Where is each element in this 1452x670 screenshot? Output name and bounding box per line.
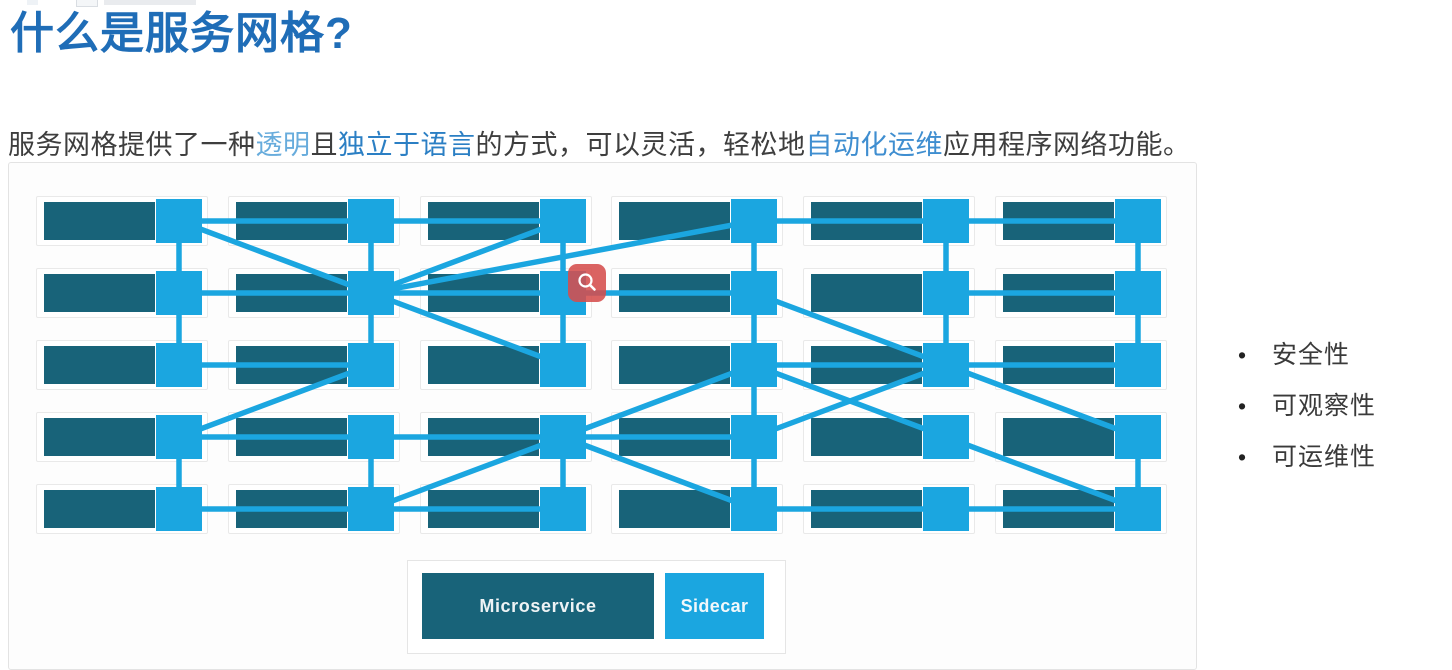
microservice-card (803, 412, 975, 462)
microservice-card (803, 196, 975, 246)
toolbar-fragment-icon (27, 0, 38, 5)
toolbar-fragment-text (104, 0, 196, 5)
cropped-toolbar-fragment (0, 0, 260, 8)
microservice-card (803, 484, 975, 534)
legend-microservice-swatch: Microservice (422, 573, 654, 639)
benefit-label: 可运维性 (1272, 443, 1377, 471)
microservice-card (228, 268, 400, 318)
microservice-card (803, 268, 975, 318)
microservice-block (1003, 274, 1114, 312)
microservice-block (44, 346, 155, 384)
microservice-block (811, 490, 922, 528)
microservice-block (428, 418, 539, 456)
microservice-block (619, 346, 730, 384)
bullet-icon: • (1238, 444, 1247, 470)
microservice-card (611, 412, 783, 462)
subtitle-link[interactable]: 独立于语言 (338, 130, 476, 160)
microservice-block (44, 490, 155, 528)
microservice-block (1003, 202, 1114, 240)
subtitle-text: 且 (310, 130, 338, 160)
microservice-card (995, 412, 1167, 462)
microservice-block (811, 346, 922, 384)
microservice-block (619, 418, 730, 456)
microservice-block (619, 202, 730, 240)
page-title: 什么是服务网格? (10, 9, 353, 58)
microservice-block (428, 346, 539, 384)
microservice-card (36, 340, 208, 390)
microservice-card (36, 268, 208, 318)
legend-sidecar-label: Sidecar (680, 595, 749, 616)
microservice-block (619, 274, 730, 312)
microservice-card (611, 196, 783, 246)
microservice-card (36, 196, 208, 246)
subtitle-link[interactable]: 透明 (255, 130, 311, 160)
microservice-card (995, 340, 1167, 390)
microservice-card (228, 484, 400, 534)
subtitle-text: 的方式，可以灵活，轻松地 (475, 130, 806, 160)
microservice-block (44, 202, 155, 240)
microservice-card (995, 196, 1167, 246)
microservice-block (236, 274, 347, 312)
microservice-block (1003, 346, 1114, 384)
subtitle-link[interactable]: 自动化运维 (805, 130, 943, 160)
microservice-card (611, 484, 783, 534)
benefits-list: • 安全性 • 可观察性 • 可运维性 (1238, 340, 1452, 493)
toolbar-fragment-box (76, 0, 98, 7)
microservice-card (228, 196, 400, 246)
service-mesh-diagram-panel: Microservice Sidecar (8, 162, 1197, 670)
microservice-block (811, 202, 922, 240)
microservice-card (228, 340, 400, 390)
benefit-item: • 安全性 (1238, 340, 1452, 371)
microservice-block (811, 418, 922, 456)
subtitle-text: 应用程序网络功能。 (943, 130, 1191, 160)
microservice-card (36, 412, 208, 462)
legend-sidecar-swatch: Sidecar (665, 573, 764, 639)
microservice-card (420, 196, 592, 246)
benefit-label: 可观察性 (1272, 392, 1377, 420)
magnifier-icon (568, 264, 606, 302)
microservice-card (420, 412, 592, 462)
microservice-card (611, 268, 783, 318)
microservice-block (44, 418, 155, 456)
benefit-item: • 可运维性 (1238, 442, 1452, 473)
microservice-block (236, 202, 347, 240)
microservice-block (44, 274, 155, 312)
microservice-block (1003, 418, 1114, 456)
microservice-block (236, 346, 347, 384)
microservice-card (420, 484, 592, 534)
microservice-card (420, 268, 592, 318)
benefit-label: 安全性 (1272, 341, 1351, 369)
microservice-card (228, 412, 400, 462)
microservice-block (619, 490, 730, 528)
benefit-item: • 可观察性 (1238, 391, 1452, 422)
microservice-block (428, 490, 539, 528)
microservice-card (995, 268, 1167, 318)
microservice-block (236, 418, 347, 456)
page-subtitle: 服务网格提供了一种透明且独立于语言的方式，可以灵活，轻松地自动化运维应用程序网络… (8, 128, 1191, 163)
microservice-card (803, 340, 975, 390)
microservice-card (611, 340, 783, 390)
microservice-card (420, 340, 592, 390)
microservice-card (995, 484, 1167, 534)
microservice-block (428, 274, 539, 312)
microservice-block (811, 274, 922, 312)
subtitle-text: 服务网格提供了一种 (8, 130, 256, 160)
legend: Microservice Sidecar (407, 560, 786, 654)
bullet-icon: • (1238, 393, 1247, 419)
bullet-icon: • (1238, 342, 1247, 368)
microservice-block (1003, 490, 1114, 528)
legend-microservice-label: Microservice (479, 595, 597, 616)
microservice-card (36, 484, 208, 534)
microservice-block (428, 202, 539, 240)
microservice-block (236, 490, 347, 528)
